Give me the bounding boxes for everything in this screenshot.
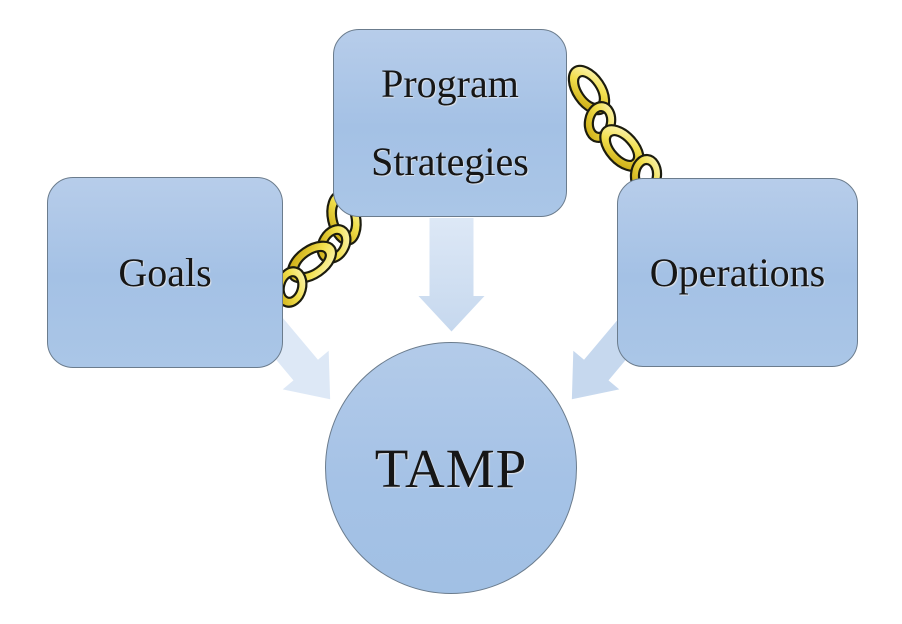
- arrow-program-strategies-to-tamp: [418, 218, 485, 332]
- chain-goals-to-program-strategies: [274, 190, 362, 308]
- chain-link-icon: [274, 266, 308, 308]
- chain-link-icon: [599, 124, 645, 172]
- arrow-operations-to-tamp: [571, 307, 653, 400]
- arrow-goals-to-tamp: [249, 307, 331, 400]
- chain-program-strategies-to-operations: [567, 64, 663, 197]
- chain-link-icon: [287, 240, 337, 284]
